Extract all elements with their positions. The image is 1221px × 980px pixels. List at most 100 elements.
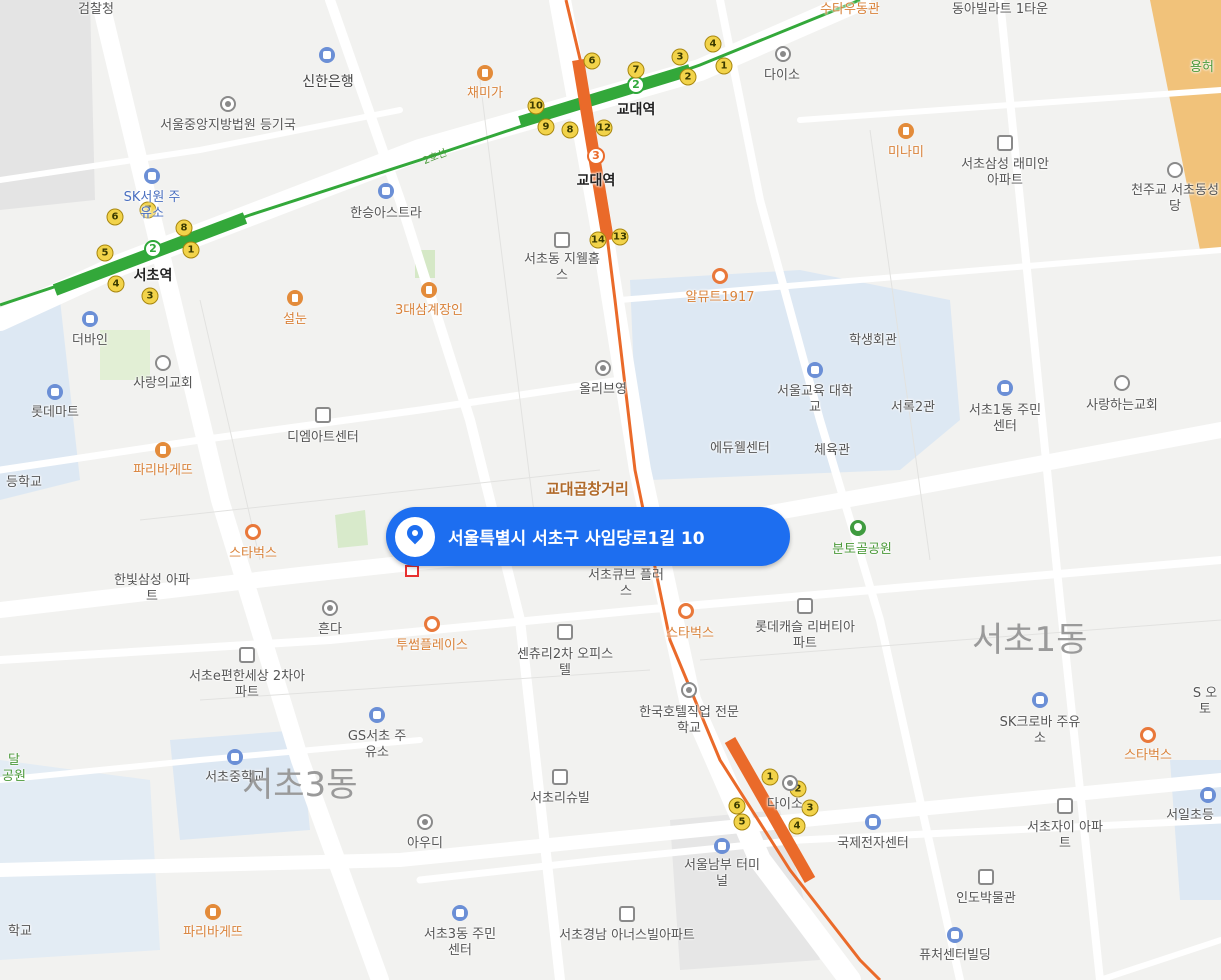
place-label[interactable]: 수타우동관 xyxy=(820,2,880,17)
place-label[interactable]: 검찰청 xyxy=(78,2,114,17)
apartment-icon[interactable] xyxy=(554,232,570,248)
place-label[interactable]: 달 공원 xyxy=(2,753,26,784)
exit-marker[interactable]: 3 xyxy=(671,48,689,66)
exit-marker[interactable]: 4 xyxy=(107,275,125,293)
community-center-icon[interactable] xyxy=(997,380,1013,396)
school-icon[interactable] xyxy=(681,682,697,698)
apartment-icon[interactable] xyxy=(997,135,1013,151)
address-bubble[interactable]: 서울특별시 서초구 사임당로1길 10 xyxy=(386,507,790,566)
place-label[interactable]: 파리바게뜨 xyxy=(183,925,243,940)
exit-marker[interactable]: 1 xyxy=(715,57,733,75)
place-label[interactable]: 올리브영 xyxy=(579,382,627,397)
bank-icon[interactable] xyxy=(319,47,335,63)
exit-marker[interactable]: 1 xyxy=(761,768,779,786)
exit-marker[interactable]: 6 xyxy=(728,797,746,815)
mart-icon[interactable] xyxy=(47,384,63,400)
place-label[interactable]: 국제전자센터 xyxy=(837,836,909,851)
place-label[interactable]: 천주교 서초동성당 xyxy=(1131,183,1219,214)
exit-marker[interactable]: 1 xyxy=(182,241,200,259)
gas-station-icon[interactable] xyxy=(369,707,385,723)
place-label[interactable]: 인도박물관 xyxy=(956,891,1016,906)
place-label[interactable]: 더바인 xyxy=(72,333,108,348)
school-icon[interactable] xyxy=(807,362,823,378)
exit-marker[interactable]: 10 xyxy=(527,97,545,115)
place-label[interactable]: 체육관 xyxy=(814,443,850,458)
place-label[interactable]: 채미가 xyxy=(467,86,503,101)
location-marker-icon[interactable] xyxy=(405,565,419,577)
exit-marker[interactable]: 8 xyxy=(175,219,193,237)
apartment-icon[interactable] xyxy=(619,906,635,922)
shop-icon[interactable] xyxy=(782,775,798,791)
exit-marker[interactable]: 4 xyxy=(704,35,722,53)
place-label[interactable]: 한승아스트라 xyxy=(350,206,422,221)
place-label[interactable]: 한국호텔직업 전문학교 xyxy=(639,705,739,736)
community-center-icon[interactable] xyxy=(452,905,468,921)
place-label[interactable]: 알뮤트1917 xyxy=(685,290,755,305)
restaurant-icon[interactable] xyxy=(421,282,437,298)
place-label[interactable]: 신한은행 xyxy=(302,74,354,90)
apartment-icon[interactable] xyxy=(1057,798,1073,814)
bakery-icon[interactable] xyxy=(205,904,221,920)
exit-marker[interactable]: 13 xyxy=(611,228,629,246)
place-label[interactable]: 스타벅스 xyxy=(666,626,714,641)
exit-marker[interactable]: 9 xyxy=(537,118,555,136)
apartment-icon[interactable] xyxy=(797,598,813,614)
exit-marker[interactable]: 6 xyxy=(583,52,601,70)
station-label-gyodae-line3[interactable]: 교대역 xyxy=(576,173,616,189)
exit-marker[interactable]: 7 xyxy=(627,61,645,79)
place-label[interactable]: 서초e편한세상 2차아파트 xyxy=(188,669,306,700)
place-label[interactable]: 설눈 xyxy=(283,312,307,327)
apartment-icon[interactable] xyxy=(239,647,255,663)
church-icon[interactable] xyxy=(1114,375,1130,391)
exit-marker[interactable]: 8 xyxy=(561,121,579,139)
place-label[interactable]: 흔다 xyxy=(318,622,342,637)
place-label[interactable]: 서울중앙지방법원 등기국 xyxy=(160,118,296,133)
place-label[interactable]: 서초리슈빌 xyxy=(530,791,590,806)
place-label[interactable]: 스타벅스 xyxy=(1124,748,1172,763)
gas-station-icon[interactable] xyxy=(144,168,160,184)
cafe-icon[interactable] xyxy=(245,524,261,540)
church-icon[interactable] xyxy=(1167,162,1183,178)
place-label[interactable]: S 오토 xyxy=(1192,686,1218,717)
place-label[interactable]: 투썸플레이스 xyxy=(396,638,468,653)
place-label[interactable]: 서초큐브 플러스 xyxy=(588,568,664,599)
museum-icon[interactable] xyxy=(978,869,994,885)
exit-marker[interactable]: 2 xyxy=(679,68,697,86)
exit-marker[interactable]: 5 xyxy=(733,813,751,831)
place-label[interactable]: 서초중학교 xyxy=(205,770,265,785)
school-icon[interactable] xyxy=(227,749,243,765)
place-label[interactable]: 등학교 xyxy=(6,475,42,490)
bus-terminal-icon[interactable] xyxy=(714,838,730,854)
building-icon[interactable] xyxy=(82,311,98,327)
office-icon[interactable] xyxy=(220,96,236,112)
exit-marker[interactable]: 14 xyxy=(589,231,607,249)
place-label[interactable]: 서초경남 아너스빌아파트 xyxy=(559,928,695,943)
school-icon[interactable] xyxy=(1200,787,1216,803)
restaurant-icon[interactable] xyxy=(287,290,303,306)
park-icon[interactable] xyxy=(850,520,866,536)
exit-marker[interactable]: 6 xyxy=(106,208,124,226)
place-label[interactable]: 사랑의교회 xyxy=(133,376,193,391)
car-dealer-icon[interactable] xyxy=(417,814,433,830)
exit-marker[interactable]: 4 xyxy=(788,817,806,835)
place-label[interactable]: 용허 xyxy=(1190,60,1214,75)
gas-station-icon[interactable] xyxy=(1032,692,1048,708)
restaurant-icon[interactable] xyxy=(898,123,914,139)
station-badge-line2-gyodae[interactable]: 2 xyxy=(627,76,645,94)
exit-marker[interactable]: 3 xyxy=(141,287,159,305)
building-icon[interactable] xyxy=(315,407,331,423)
place-label[interactable]: 센츄리2차 오피스텔 xyxy=(516,647,614,678)
place-label[interactable]: 파리바게뜨 xyxy=(133,463,193,478)
building-icon[interactable] xyxy=(865,814,881,830)
place-label[interactable]: SK서원 주유소 xyxy=(123,190,181,221)
place-label[interactable]: 아우디 xyxy=(407,836,443,851)
place-label[interactable]: 학교 xyxy=(8,924,32,939)
place-label[interactable]: 서초1동 주민센터 xyxy=(968,403,1042,434)
church-icon[interactable] xyxy=(155,355,171,371)
place-label[interactable]: GS서초 주유소 xyxy=(347,729,407,760)
place-label[interactable]: 동아빌라트 1타운 xyxy=(951,2,1049,17)
station-label-seocho[interactable]: 서초역 xyxy=(133,268,173,284)
place-label[interactable]: SK크로바 주유소 xyxy=(999,715,1081,746)
place-label[interactable]: 서울교육 대학교 xyxy=(777,384,853,415)
